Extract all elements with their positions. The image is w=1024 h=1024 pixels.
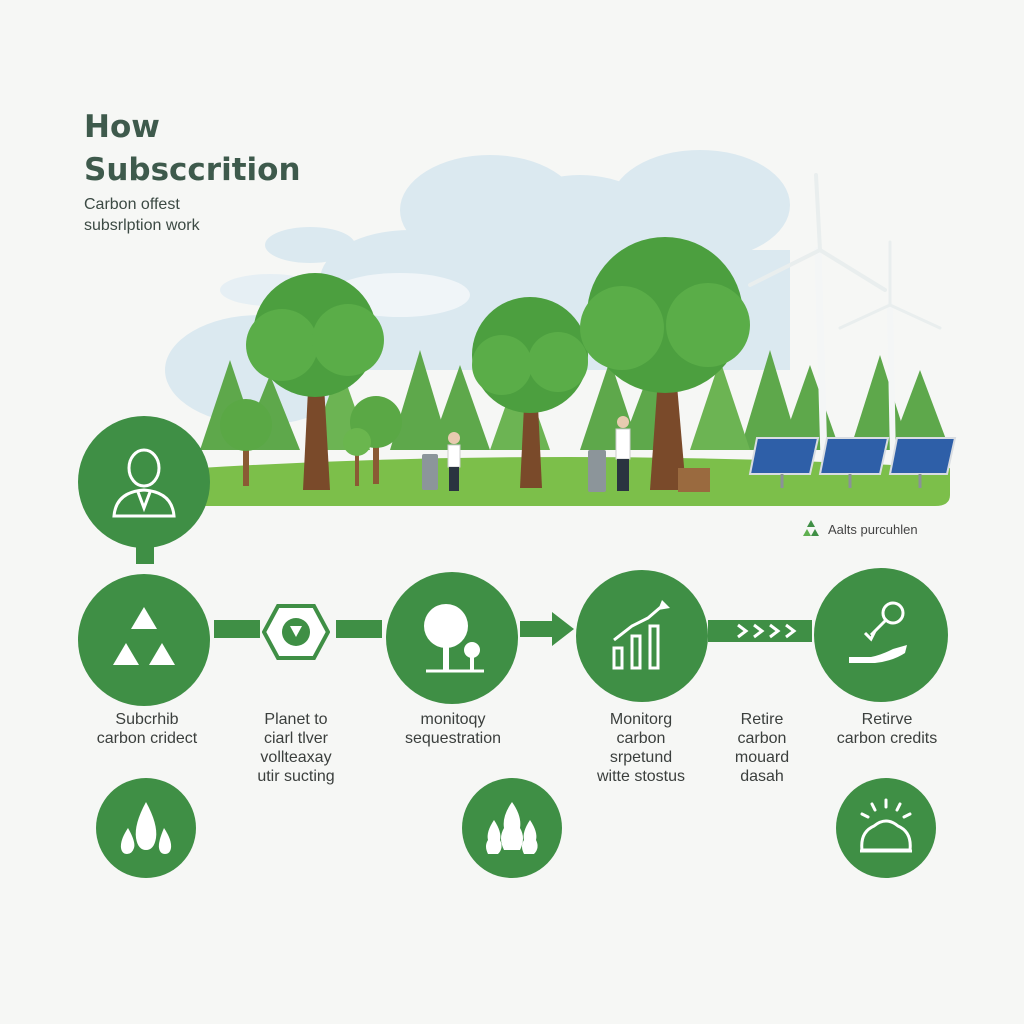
recycle-small-icon xyxy=(803,520,819,536)
step-5-line-3: mouard xyxy=(734,749,790,766)
hand-offer-icon xyxy=(849,601,907,663)
step-1-line-2: carbon cridect xyxy=(96,730,198,747)
tree-large-right xyxy=(580,237,750,492)
recycle-icon xyxy=(113,607,175,665)
tree-large-left xyxy=(246,273,384,490)
subtitle-line-1: Carbon offest xyxy=(84,196,180,213)
tree-middle xyxy=(472,297,588,488)
step-2-line-3: vollteaxay xyxy=(260,749,332,766)
solar-panels xyxy=(748,437,957,488)
step-2-line-4: utir sucting xyxy=(257,768,335,785)
subtitle-line-2: subsrlption work xyxy=(84,217,200,234)
step-4-line-2: carbon xyxy=(616,730,666,747)
legend-label: Aalts purcuhlen xyxy=(828,521,918,537)
worker-figures xyxy=(422,416,631,492)
step-6-label: Retirve carbon credits xyxy=(812,710,962,748)
step-2-label: Planet to ciarl tlver vollteaxay utir su… xyxy=(226,710,366,786)
step-1-line-1: Subcrhib xyxy=(115,711,179,728)
step-3-line-1: monitoqy xyxy=(420,711,486,728)
step-5-line-2: carbon xyxy=(737,730,787,747)
wind-turbines xyxy=(748,173,942,464)
step-4-circle xyxy=(576,570,708,702)
connector-2 xyxy=(336,620,382,638)
step-1-label: Subcrhib carbon cridect xyxy=(72,710,222,748)
connector-vertical xyxy=(136,544,154,564)
step-4-label: Monitorg carbon srpetund witte stostus xyxy=(566,710,716,786)
landscape-illustration xyxy=(165,150,957,506)
tree-icon xyxy=(424,604,484,673)
subscriber-avatar xyxy=(78,416,210,548)
page-subtitle: Carbon offest subsrlption work xyxy=(84,194,200,236)
page-title: How Subsccrition xyxy=(84,106,301,192)
growth-chart-icon xyxy=(612,600,670,670)
recycle-badge-icon xyxy=(262,604,330,660)
step-3-line-2: sequestration xyxy=(404,730,502,747)
chevron-connector xyxy=(708,620,812,642)
step-4-line-4: witte stostus xyxy=(596,768,686,785)
bottom-circle-3 xyxy=(836,778,936,878)
arrow-connector xyxy=(520,612,574,646)
connector-1 xyxy=(214,620,260,638)
user-icon xyxy=(112,448,176,518)
sun-shrub-icon xyxy=(860,798,912,853)
step-6-line-1: Retirve xyxy=(861,711,913,728)
step-5-line-1: Retire xyxy=(740,711,784,728)
legend: Aalts purcuhlen xyxy=(800,518,918,540)
step-3-label: monitoqy sequestration xyxy=(378,710,528,748)
title-line-2: Subsccrition xyxy=(84,152,301,188)
step-4-line-1: Monitorg xyxy=(609,711,673,728)
step-5-circle xyxy=(814,568,948,702)
bottom-circle-1 xyxy=(96,778,196,878)
step-5-label: Retire carbon mouard dasah xyxy=(714,710,810,786)
forest-icon xyxy=(486,802,538,854)
step-5-line-4: dasah xyxy=(740,768,784,785)
cloud-graphics xyxy=(165,150,790,425)
tree-small-left xyxy=(220,396,402,486)
step-1-circle xyxy=(78,574,210,706)
step-3-circle xyxy=(386,572,518,704)
bottom-circle-2 xyxy=(462,778,562,878)
title-line-1: How xyxy=(84,109,160,145)
step-2-line-2: ciarl tlver xyxy=(263,730,328,747)
step-6-line-2: carbon credits xyxy=(836,730,938,747)
step-4-line-3: srpetund xyxy=(609,749,673,766)
water-drops-icon xyxy=(120,802,172,854)
step-2-line-1: Planet to xyxy=(264,711,328,728)
